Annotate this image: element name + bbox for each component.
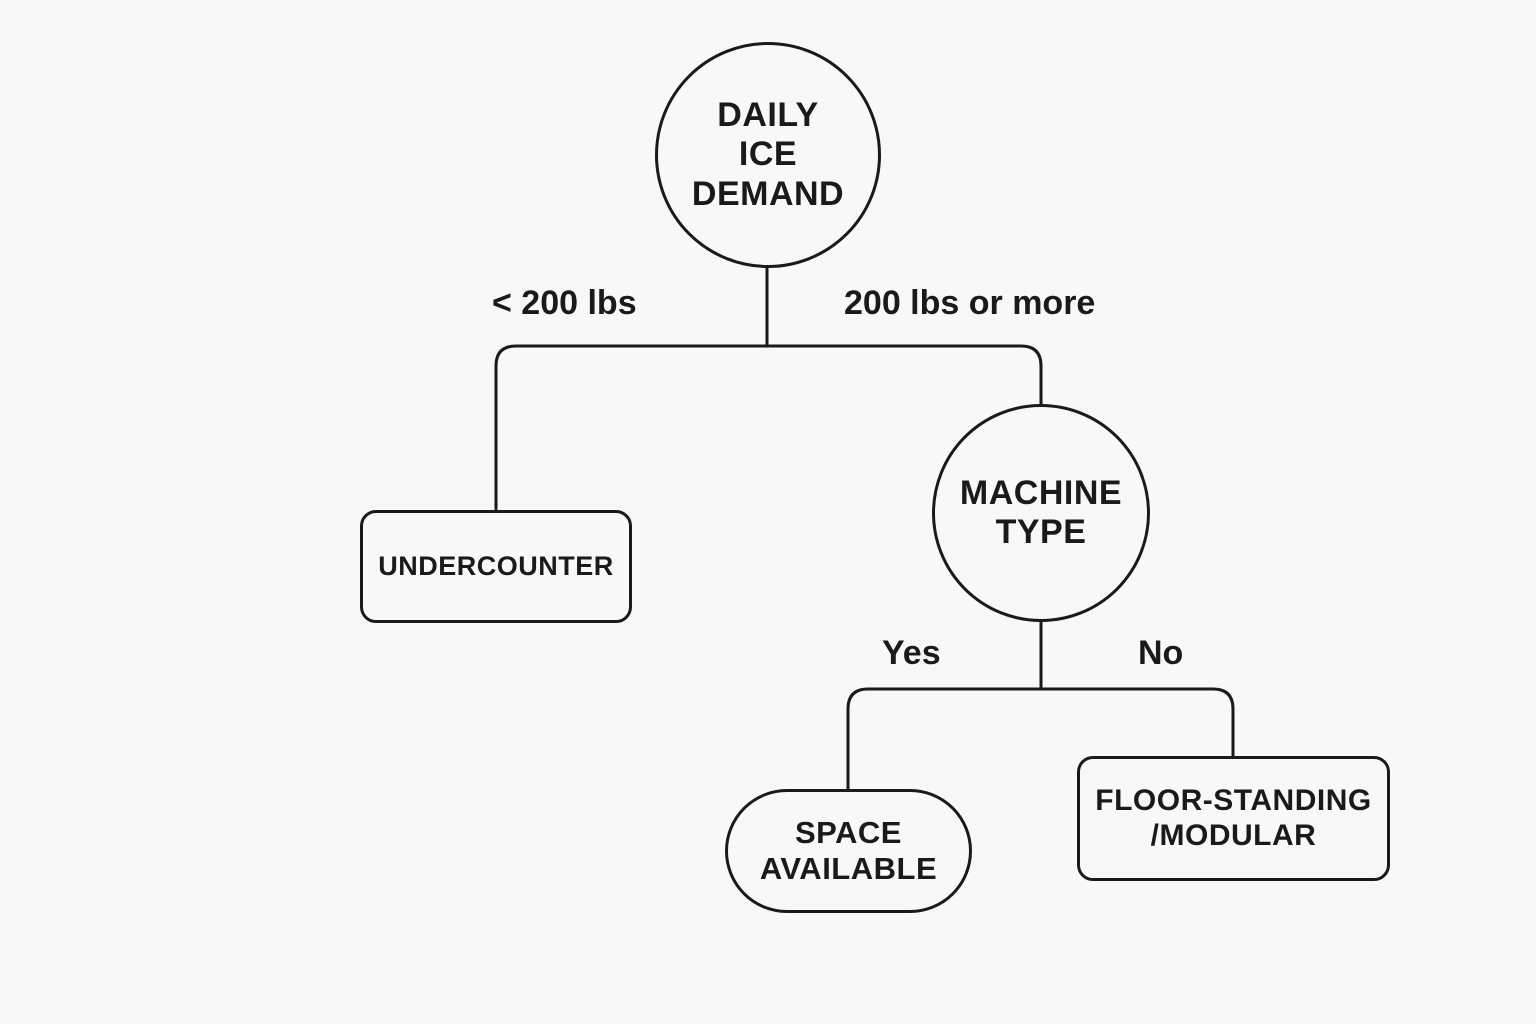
node-daily-ice-demand: DAILY ICE DEMAND <box>655 42 881 268</box>
connector-root-to-undercounter <box>494 344 767 511</box>
node-machine-type: MACHINE TYPE <box>932 404 1150 622</box>
edge-label-200-or-more: 200 lbs or more <box>844 284 1096 322</box>
node-floor-standing-modular-text: FLOOR-STANDING /MODULAR <box>1095 784 1372 852</box>
node-space-available-text: SPACE AVAILABLE <box>759 815 938 886</box>
edge-label-less-than-200: < 200 lbs <box>492 284 637 322</box>
node-machine-type-text: MACHINE TYPE <box>959 473 1123 551</box>
connector-machine-type-to-floor-standing <box>1041 687 1235 757</box>
node-daily-ice-demand-text: DAILY ICE DEMAND <box>691 96 845 213</box>
edge-label-no: No <box>1138 634 1184 672</box>
node-space-available: SPACE AVAILABLE <box>725 789 972 913</box>
connector-root-to-machine-type <box>767 344 1043 405</box>
connector-machine-type-to-space-available <box>846 687 1041 790</box>
node-undercounter: UNDERCOUNTER <box>360 510 632 623</box>
node-floor-standing-modular: FLOOR-STANDING /MODULAR <box>1077 756 1390 881</box>
node-undercounter-text: UNDERCOUNTER <box>378 550 614 581</box>
edge-label-yes: Yes <box>882 634 941 672</box>
